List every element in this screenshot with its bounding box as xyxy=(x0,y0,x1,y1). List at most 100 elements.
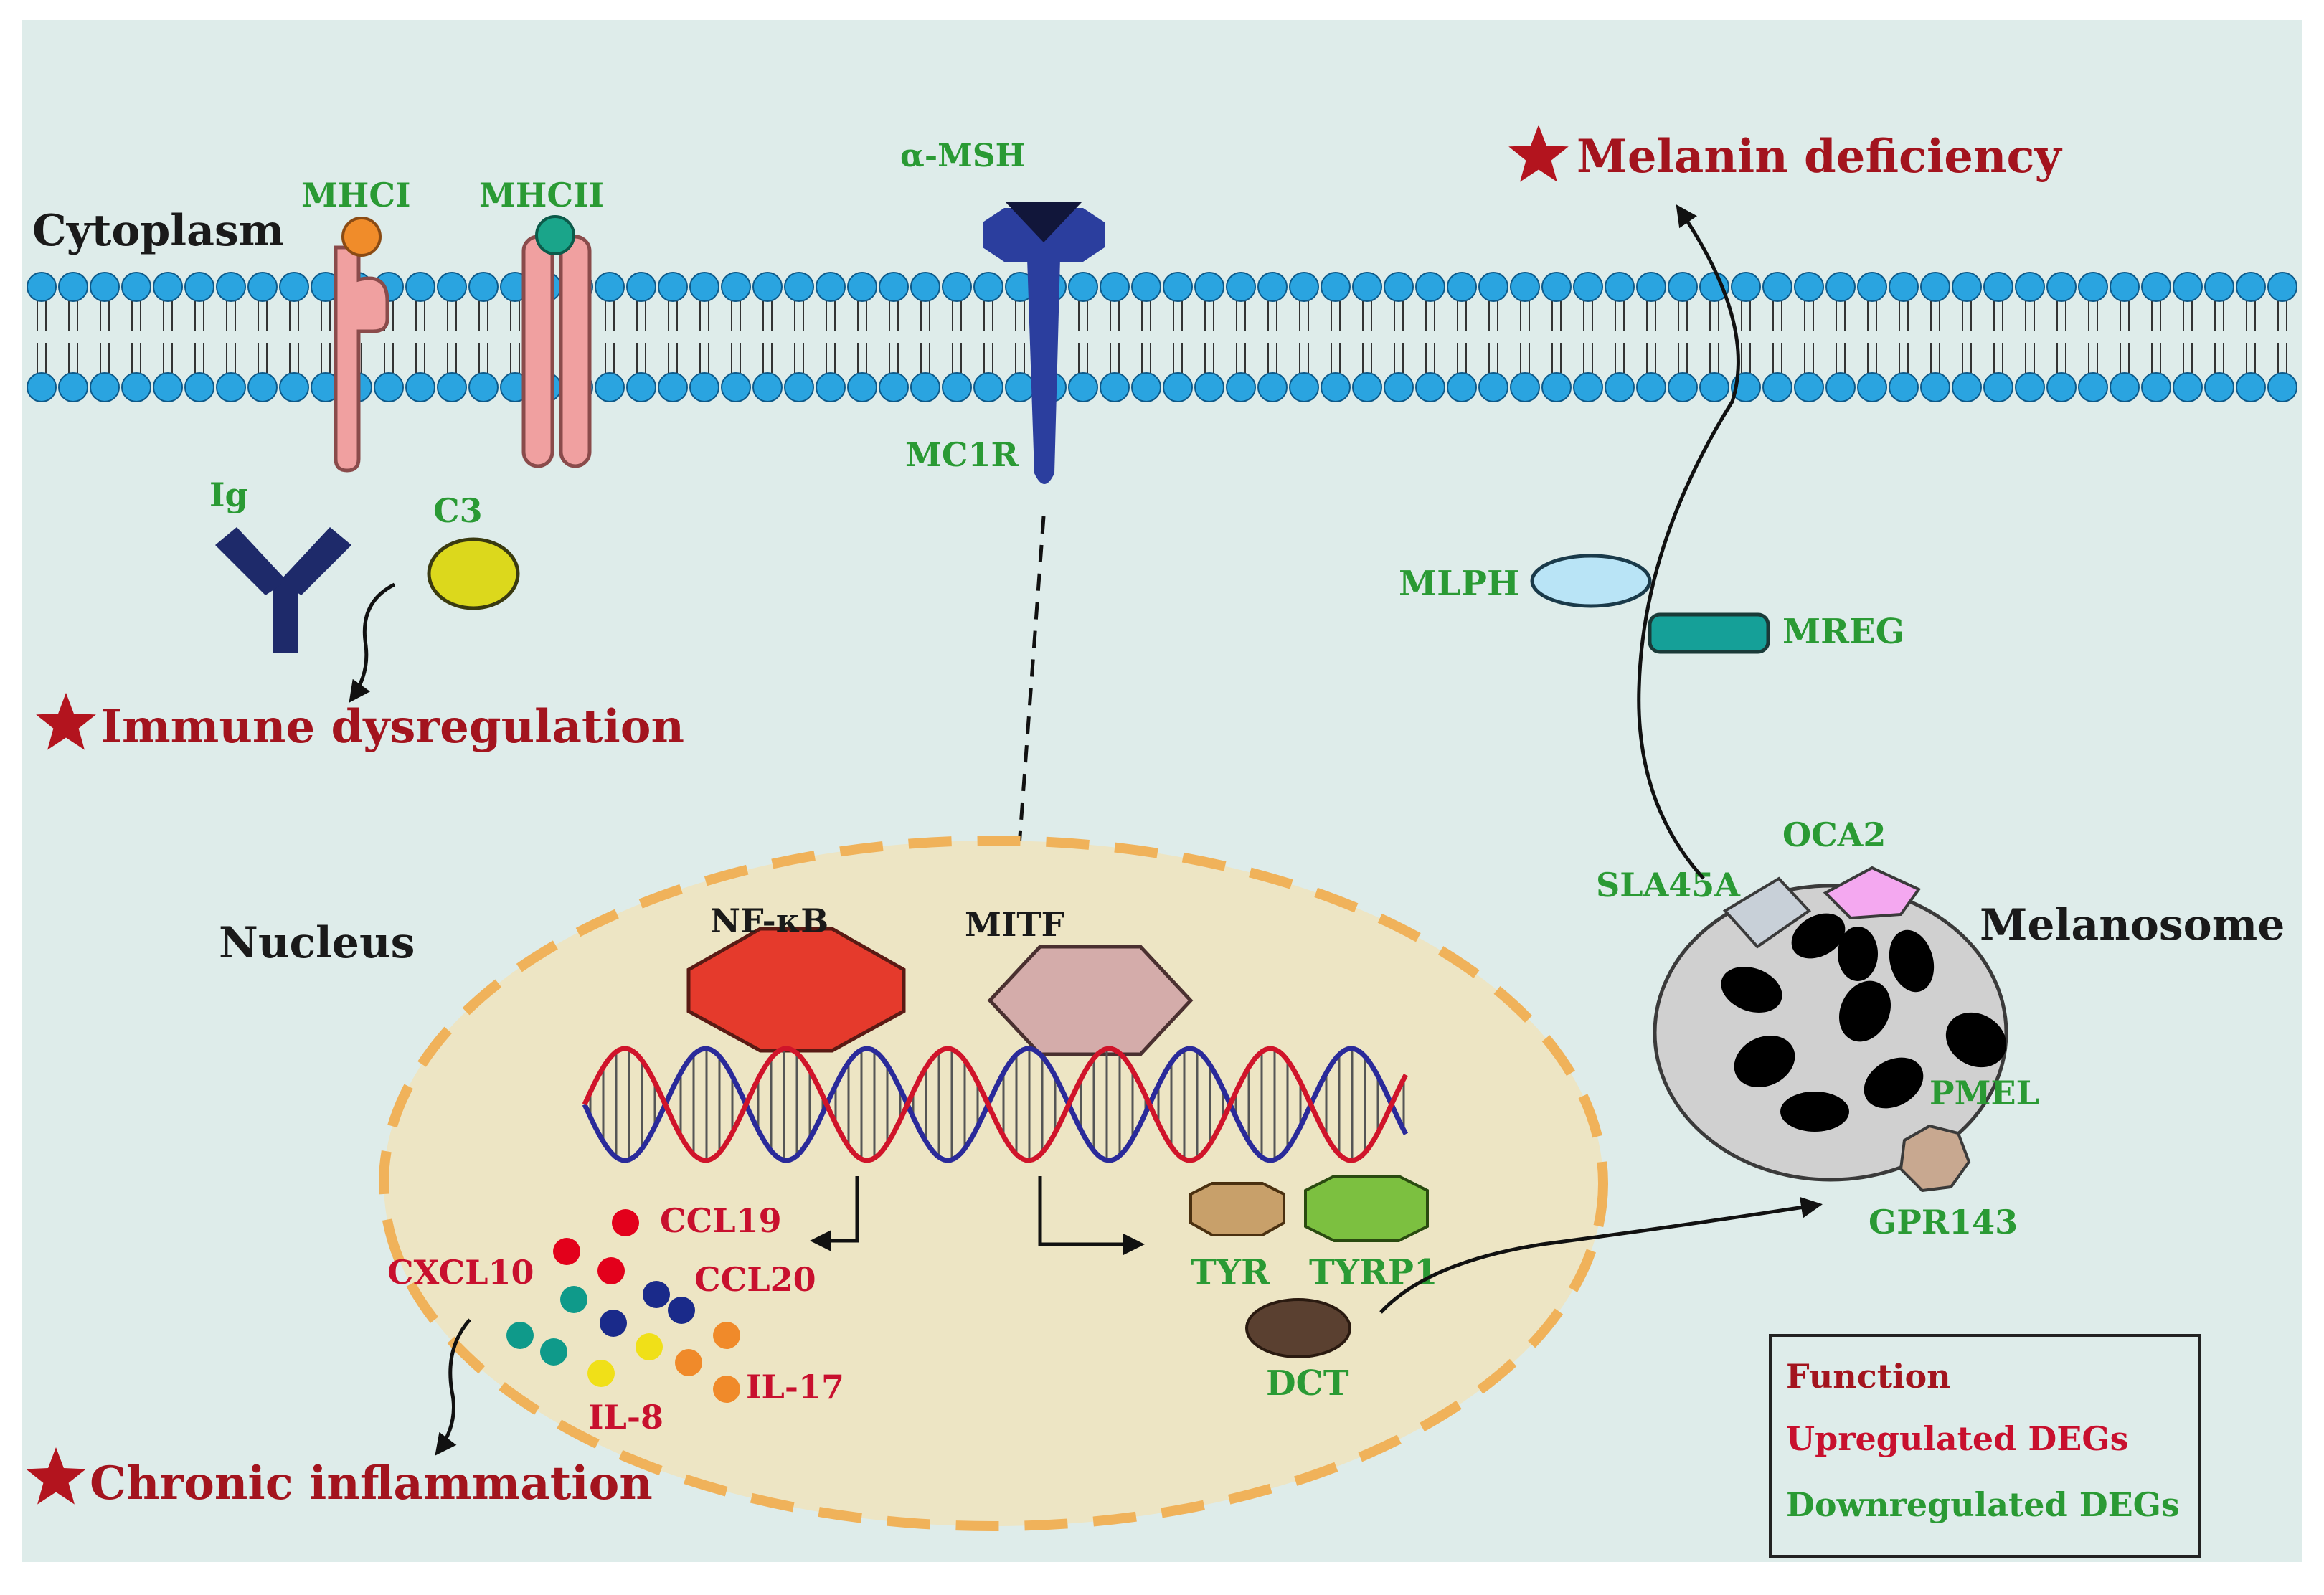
lipid-head xyxy=(626,372,656,402)
lipid-head xyxy=(1857,372,1887,402)
lipid-head xyxy=(1889,372,1919,402)
ig-antibody-icon xyxy=(215,527,351,653)
enzyme-to-melanosome-arrow xyxy=(1379,1196,1823,1314)
lipid-head xyxy=(1415,372,1445,402)
lipid-head xyxy=(752,272,783,302)
lipid-head xyxy=(2236,372,2266,402)
lipid-head xyxy=(405,372,435,402)
lipid-head xyxy=(2015,272,2045,302)
lipid-head xyxy=(942,272,972,302)
lipid-head xyxy=(1384,372,1414,402)
c3-complement xyxy=(427,537,520,610)
lipid-head xyxy=(247,272,278,302)
legend-function: Function xyxy=(1786,1357,1951,1396)
lipid-head xyxy=(1352,372,1382,402)
il17-dot xyxy=(713,1376,740,1403)
lipid-head xyxy=(1573,372,1603,402)
lipid-head xyxy=(58,372,88,402)
immune-arrow xyxy=(349,582,396,703)
lipid-head xyxy=(1321,272,1351,302)
lipid-head xyxy=(1636,272,1666,302)
lipid-head xyxy=(2267,372,2297,402)
lipid-head xyxy=(1163,272,1193,302)
lipid-head xyxy=(1068,372,1098,402)
lipid-head xyxy=(2015,372,2045,402)
lipid-head xyxy=(374,372,404,402)
melanin-granule xyxy=(1780,1092,1849,1132)
ccl20-dot xyxy=(553,1238,580,1265)
lipid-head xyxy=(247,372,278,402)
lipid-head xyxy=(1605,372,1635,402)
lipid-head xyxy=(2046,272,2077,302)
melanin-granule xyxy=(1839,980,1891,1042)
legend-upregulated: Upregulated DEGs xyxy=(1786,1419,2129,1458)
legend-box xyxy=(1769,1334,2201,1558)
lipid-head xyxy=(1983,372,2013,402)
lipid-head xyxy=(1762,372,1792,402)
mhc2-receptor xyxy=(521,215,592,468)
dna-double-helix xyxy=(582,1046,1409,1163)
lipid-head xyxy=(468,372,499,402)
mreg-label: MREG xyxy=(1782,612,1905,652)
lipid-head xyxy=(437,372,467,402)
lipid-head xyxy=(1131,272,1161,302)
il17-dot xyxy=(675,1349,702,1376)
lipid-head xyxy=(973,372,1003,402)
lipid-head xyxy=(2078,272,2108,302)
lipid-head xyxy=(1226,272,1256,302)
lipid-head xyxy=(121,372,151,402)
lipid-head xyxy=(784,372,814,402)
lipid-head xyxy=(1920,372,1950,402)
lipid-head xyxy=(816,372,846,402)
lipid-head xyxy=(847,272,877,302)
lipid-head xyxy=(1952,372,1982,402)
lipid-head xyxy=(1541,272,1572,302)
lipid-head xyxy=(1794,272,1824,302)
lipid-head xyxy=(784,272,814,302)
ccl20-dot xyxy=(643,1281,670,1308)
lipid-head xyxy=(1478,272,1508,302)
lipid-head xyxy=(1605,272,1635,302)
tyrp1-label: TYRP1 xyxy=(1309,1252,1437,1292)
lipid-head xyxy=(1889,272,1919,302)
lipid-head xyxy=(468,272,499,302)
lipid-head xyxy=(1194,372,1224,402)
melanosome-label: Melanosome xyxy=(1980,900,2285,950)
lipid-head xyxy=(1573,272,1603,302)
lipid-head xyxy=(1825,272,1856,302)
lipid-head xyxy=(1762,272,1792,302)
lipid-head xyxy=(216,372,246,402)
lipid-head xyxy=(847,372,877,402)
lipid-head xyxy=(1100,372,1130,402)
tyr-label: TYR xyxy=(1191,1252,1270,1292)
melanin-granule xyxy=(1889,929,1935,993)
melanin-granule xyxy=(1864,1057,1924,1109)
lipid-head xyxy=(58,272,88,302)
lipid-head xyxy=(1920,272,1950,302)
star-icon xyxy=(26,1447,86,1505)
sla45a-transporter xyxy=(1722,876,1812,949)
nucleus-label: Nucleus xyxy=(219,918,415,968)
lipid-head xyxy=(689,272,719,302)
lipid-head xyxy=(689,372,719,402)
lipid-head xyxy=(1100,272,1130,302)
lipid-head xyxy=(2046,372,2077,402)
il17-dot xyxy=(713,1322,740,1349)
dna-strand xyxy=(582,1046,1409,1163)
lipid-head xyxy=(879,272,909,302)
gpr143-receptor xyxy=(1899,1124,1971,1193)
lipid-head xyxy=(1636,372,1666,402)
lipid-head xyxy=(626,272,656,302)
mhc1-ligand xyxy=(341,217,382,257)
lipid-head xyxy=(27,372,57,402)
lipid-head xyxy=(1384,272,1414,302)
mc1r-label: MC1R xyxy=(905,435,1019,474)
lipid-head xyxy=(1005,372,1035,402)
nfkb-expression-arrow xyxy=(810,1176,859,1251)
star-icon xyxy=(1508,125,1569,182)
lipid-head xyxy=(595,272,625,302)
lipid-head xyxy=(1825,372,1856,402)
lipid-head xyxy=(1194,272,1224,302)
lipid-head xyxy=(184,272,214,302)
